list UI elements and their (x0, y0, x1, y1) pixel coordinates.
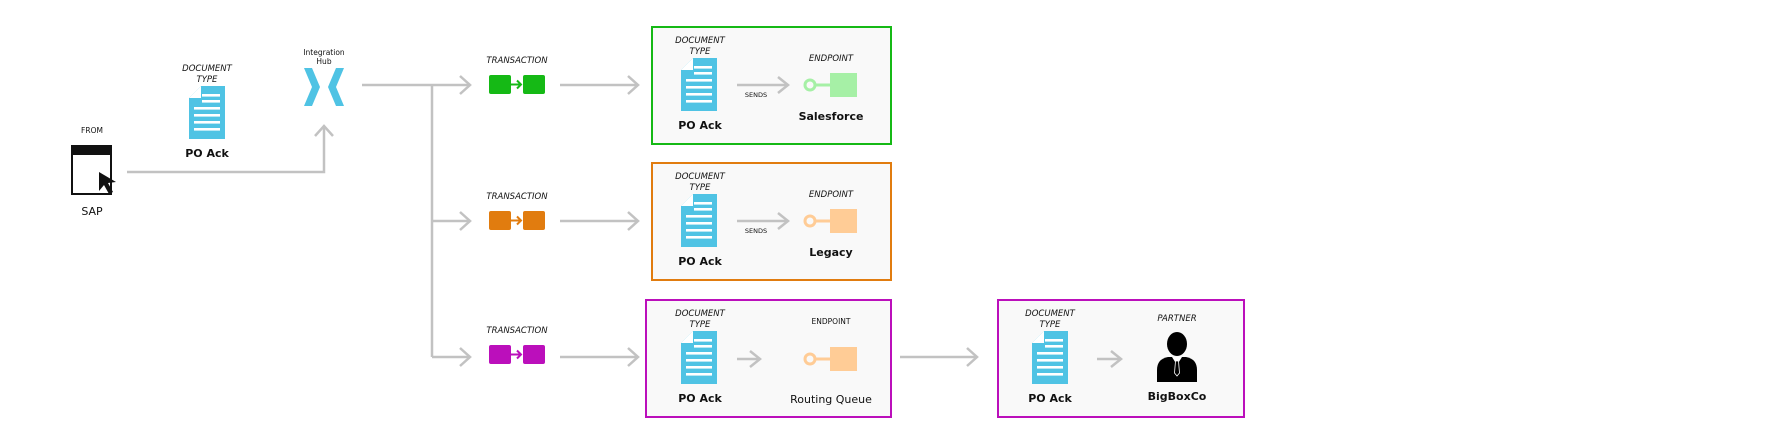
source-doc-label-line2: TYPE (197, 75, 219, 85)
doc-name: PO Ack (678, 119, 722, 132)
transaction-label: TRANSACTION (486, 326, 548, 336)
source-name: SAP (81, 205, 103, 218)
transaction-icon (489, 211, 545, 230)
partner-name: BigBoxCo (1148, 390, 1207, 403)
endpoint-label: ENDPOINT (809, 54, 854, 64)
doc-name: PO Ack (1028, 392, 1072, 405)
partner-box: DOCUMENT TYPE PO Ack PARTNER BigBoxCo (997, 299, 1245, 418)
application-cursor-icon (71, 145, 116, 195)
doc-name: PO Ack (678, 255, 722, 268)
hub-label-line2: Hub (316, 57, 331, 66)
route-box-legacy: DOCUMENT TYPE PO Ack SENDS ENDPOINT Lega… (651, 162, 892, 281)
branch-row1-arrowhead (459, 75, 472, 95)
routing-to-partner-arrowhead (966, 347, 979, 367)
sap-to-hub-arrowhead (314, 124, 334, 137)
document-icon (1032, 331, 1068, 384)
person-icon (1157, 332, 1197, 382)
transaction-row2: TRANSACTION (486, 192, 548, 230)
endpoint-icon (803, 347, 857, 371)
branch-row2-arrowhead (459, 211, 472, 231)
doc-type-label-line1: DOCUMENT (675, 309, 725, 319)
endpoint-label: ENDPOINT (812, 317, 851, 326)
source-from-label: FROM (81, 126, 103, 135)
tx3-to-box-arrowhead (627, 347, 640, 367)
endpoint-icon (803, 209, 857, 233)
hub-icon (304, 68, 344, 106)
endpoint-name: Salesforce (799, 110, 864, 123)
doc-type-label-line2: TYPE (690, 183, 712, 193)
endpoint-label: ENDPOINT (809, 190, 854, 200)
connectors (127, 75, 979, 367)
doc-type-label-line1: DOCUMENT (675, 172, 725, 182)
hub-label-line1: Integration (303, 48, 345, 57)
sends-label: SENDS (745, 227, 767, 235)
transaction-icon (489, 345, 545, 364)
doc-type-label-line2: TYPE (690, 47, 712, 57)
tx1-to-box-arrowhead (627, 75, 640, 95)
document-icon (681, 58, 717, 111)
source-doc-name: PO Ack (185, 147, 229, 160)
endpoint-name: Legacy (809, 246, 852, 259)
route-box-routing-queue: DOCUMENT TYPE PO Ack ENDPOINT Routing Qu… (645, 299, 892, 418)
endpoint-icon (803, 73, 857, 97)
source-doc-label-line1: DOCUMENT (182, 64, 232, 74)
sends-label: SENDS (745, 91, 767, 99)
endpoint-name: Routing Queue (790, 393, 872, 406)
tx2-to-box-arrowhead (627, 211, 640, 231)
source-document: DOCUMENT TYPE PO Ack (182, 64, 232, 160)
document-icon (681, 331, 717, 384)
sap-to-hub-line (127, 126, 326, 174)
doc-name: PO Ack (678, 392, 722, 405)
doc-type-label-line2: TYPE (1040, 320, 1062, 330)
transaction-label: TRANSACTION (486, 56, 548, 66)
route-box-salesforce: DOCUMENT TYPE PO Ack SENDS ENDPOINT Sale… (651, 26, 892, 145)
doc-type-label-line1: DOCUMENT (675, 36, 725, 46)
integration-hub: Integration Hub (303, 48, 345, 106)
doc-type-label-line2: TYPE (690, 320, 712, 330)
branch-row3-arrowhead (459, 347, 472, 367)
transaction-icon (489, 75, 545, 94)
document-icon (681, 194, 717, 247)
transaction-row1: TRANSACTION (486, 56, 548, 94)
transaction-label: TRANSACTION (486, 192, 548, 202)
partner-label: PARTNER (1157, 314, 1196, 324)
transaction-row3: TRANSACTION (486, 326, 548, 364)
doc-type-label-line1: DOCUMENT (1025, 309, 1075, 319)
source-sap: FROM SAP (71, 126, 116, 218)
document-icon (189, 86, 225, 139)
